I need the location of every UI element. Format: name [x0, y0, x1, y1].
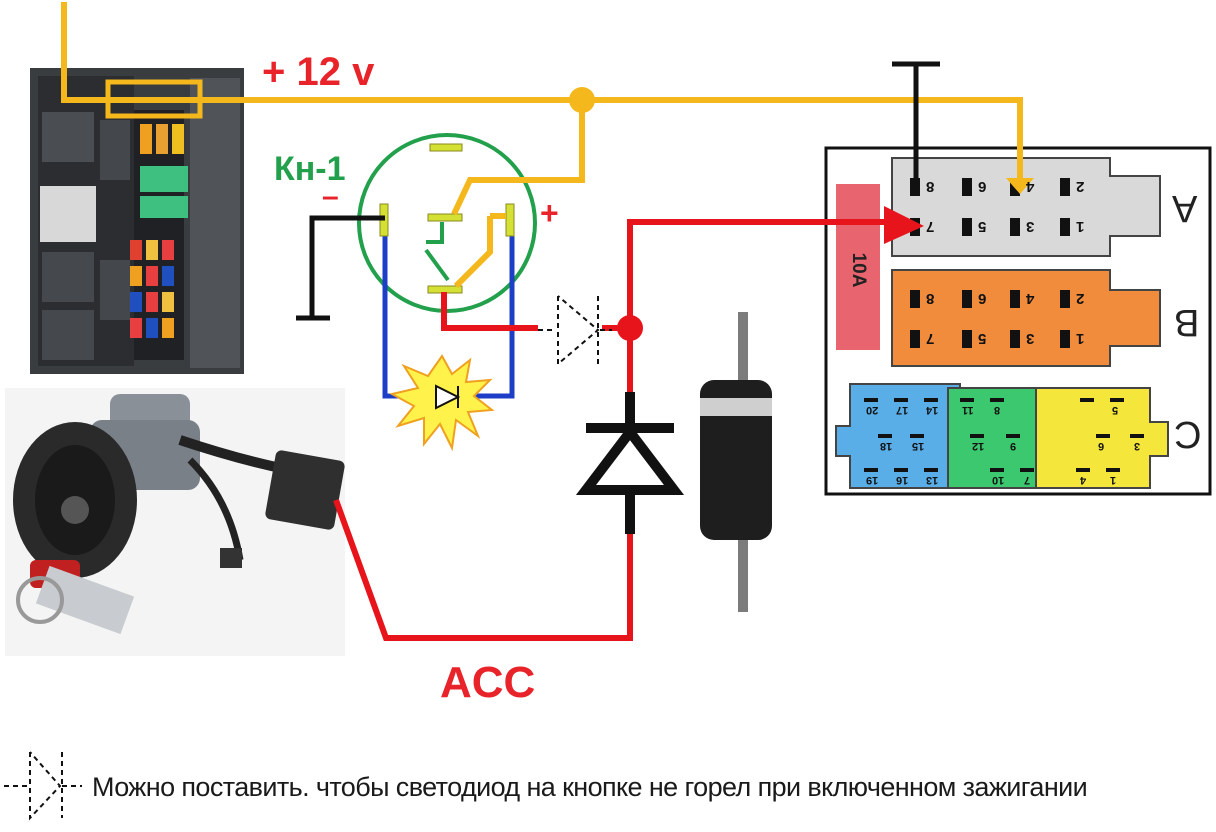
- pin-b2: 2: [1076, 290, 1085, 307]
- pin-b8: 8: [926, 290, 935, 307]
- acc-node: [617, 315, 643, 341]
- minus-label: –: [322, 180, 339, 213]
- row-label-b: B: [1174, 301, 1200, 343]
- iso-connector: [824, 146, 1212, 496]
- pin-a7: 7: [926, 218, 935, 235]
- pin-c7: 7: [1024, 474, 1031, 486]
- pin-b5: 5: [978, 330, 987, 347]
- pin-c4: 4: [1080, 474, 1087, 486]
- pin-a6: 6: [978, 178, 987, 195]
- pin-c13: 13: [926, 474, 939, 486]
- plus12-wire: [61, 2, 1023, 289]
- voltage-label: + 12 v: [262, 50, 375, 94]
- led-icon: [435, 384, 461, 410]
- pin-c17: 17: [896, 404, 909, 416]
- pin-a2: 2: [1076, 178, 1085, 195]
- fuse-box-photo: [30, 68, 244, 374]
- plus12-node: [569, 87, 595, 113]
- pin-b4: 4: [1026, 290, 1035, 307]
- pin-c3: 3: [1134, 440, 1141, 452]
- pin-c16: 16: [896, 474, 909, 486]
- pin-a4: 4: [1026, 178, 1035, 195]
- pin-c5: 5: [1112, 404, 1119, 416]
- row-label-c: C: [1174, 413, 1202, 455]
- ground-wire: [296, 61, 940, 321]
- plus12-arrow: [1006, 178, 1034, 194]
- pin-c1: 1: [1110, 474, 1117, 486]
- optional-diode-icon: [538, 295, 612, 367]
- pin-b3: 3: [1026, 330, 1035, 347]
- pin-c15: 15: [912, 440, 925, 452]
- pin-a8: 8: [926, 178, 935, 195]
- pin-b6: 6: [978, 290, 987, 307]
- pin-c8: 8: [994, 404, 1001, 416]
- button-label: Кн-1: [274, 150, 346, 188]
- acc-arrow: [884, 206, 924, 244]
- pin-c14: 14: [926, 404, 939, 416]
- acc-label: ACC: [440, 658, 536, 707]
- pin-a1: 1: [1076, 218, 1085, 235]
- row-label-a: A: [1172, 187, 1198, 229]
- ignition-switch-photo: [5, 388, 345, 656]
- pin-c11: 11: [962, 404, 974, 416]
- pin-c9: 9: [1010, 440, 1017, 452]
- diode-photo: [700, 312, 772, 612]
- fuse-label: 10A: [848, 252, 869, 288]
- pin-c12: 12: [972, 440, 985, 452]
- fuse-tap: [105, 79, 203, 119]
- pin-c10: 10: [992, 474, 1005, 486]
- pin-b1: 1: [1076, 330, 1085, 347]
- legend-diode-icon: [4, 751, 82, 821]
- diode-symbol: [575, 392, 685, 534]
- pin-c19: 19: [866, 474, 879, 486]
- plus-label: +: [540, 195, 559, 231]
- legend-note: Можно поставить. чтобы светодиод на кноп…: [92, 772, 1088, 802]
- pin-a3: 3: [1026, 218, 1035, 235]
- pin-c18: 18: [880, 440, 893, 452]
- pin-b7: 7: [926, 330, 935, 347]
- pin-c6: 6: [1098, 440, 1105, 452]
- pin-c20: 20: [866, 404, 879, 416]
- pin-a5: 5: [978, 218, 987, 235]
